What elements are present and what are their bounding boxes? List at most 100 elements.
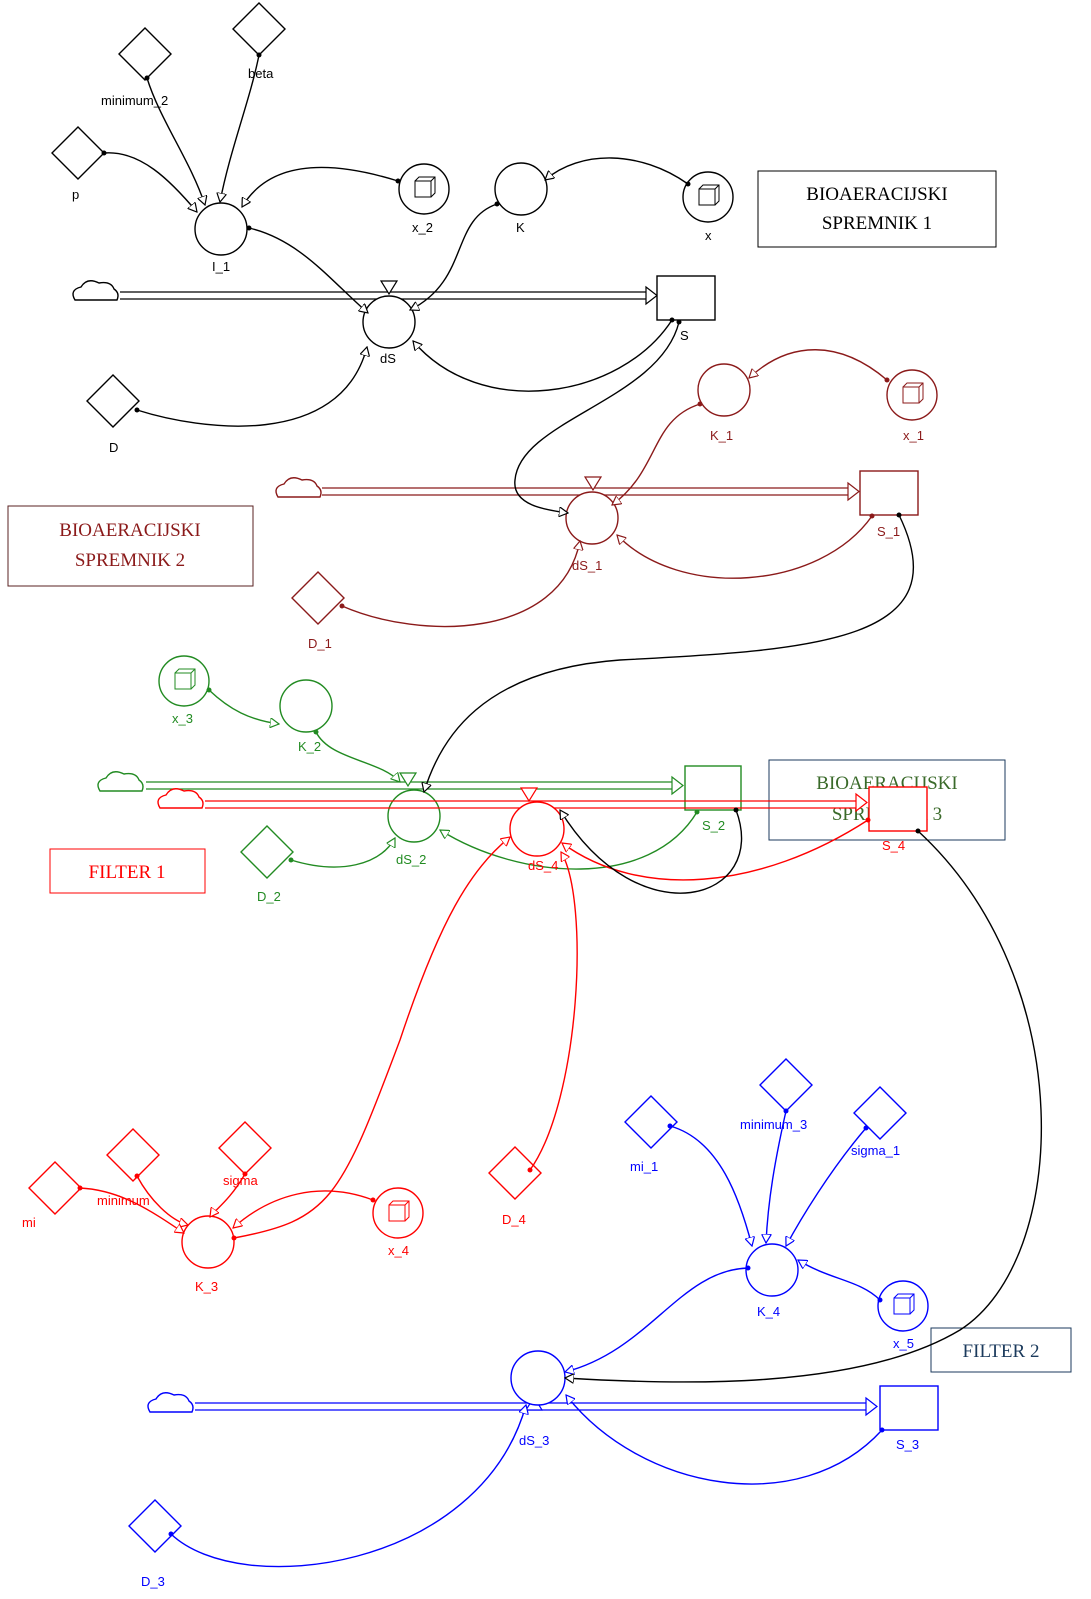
diamond-D_1[interactable] xyxy=(291,571,345,625)
label-S_1: S_1 xyxy=(877,524,900,539)
label-dS_4: dS_4 xyxy=(528,858,558,873)
cube-icon-x_2[interactable] xyxy=(398,163,450,215)
title-box-tank2 xyxy=(7,505,254,587)
cube-icon-x_4[interactable] xyxy=(372,1187,424,1239)
link-arrow xyxy=(565,1268,748,1372)
stock-S_2[interactable] xyxy=(684,765,742,811)
label-S_4: S_4 xyxy=(882,838,905,853)
label-D_1: D_1 xyxy=(308,636,332,651)
flow-dS_3[interactable] xyxy=(510,1350,566,1406)
label-sigma: sigma xyxy=(223,1173,258,1188)
diamond-D_3[interactable] xyxy=(128,1499,182,1553)
label-mi: mi xyxy=(22,1215,36,1230)
title-tank2-line2: SPREMNIK 2 xyxy=(75,550,185,571)
valve-triangle-icon xyxy=(398,772,418,788)
label-x_2: x_2 xyxy=(412,220,433,235)
label-x_4: x_4 xyxy=(388,1243,409,1258)
label-S_3: S_3 xyxy=(896,1437,919,1452)
label-I_1: I_1 xyxy=(212,259,230,274)
label-S: S xyxy=(680,328,689,343)
label-D: D xyxy=(109,440,118,455)
cloud-icon xyxy=(147,1392,194,1413)
diamond-mi[interactable] xyxy=(28,1161,82,1215)
diamond-sigma_1[interactable] xyxy=(853,1086,907,1140)
label-K_1: K_1 xyxy=(710,428,733,443)
label-K_3: K_3 xyxy=(195,1279,218,1294)
label-x_5: x_5 xyxy=(893,1336,914,1351)
title-filter1: FILTER 1 xyxy=(89,862,166,883)
aux-I_1[interactable] xyxy=(194,202,248,256)
aux-K_2[interactable] xyxy=(279,679,333,733)
diamond-D_2[interactable] xyxy=(240,825,294,879)
cloud-icon xyxy=(72,280,119,301)
aux-K_3[interactable] xyxy=(181,1215,235,1269)
link-arrow xyxy=(530,852,578,1170)
diamond-minimum[interactable] xyxy=(106,1128,160,1182)
cloud-icon xyxy=(97,771,144,792)
stock-S_1[interactable] xyxy=(859,470,919,516)
cube-icon-x_1[interactable] xyxy=(886,369,938,421)
title-filter2: FILTER 2 xyxy=(963,1341,1040,1362)
label-dS_1: dS_1 xyxy=(572,558,602,573)
title-box-tank1 xyxy=(757,170,997,248)
cube-icon-x[interactable] xyxy=(682,171,734,223)
link-arrow xyxy=(233,1190,373,1228)
valve-triangle-icon xyxy=(519,787,539,803)
label-x_1: x_1 xyxy=(903,428,924,443)
label-K_2: K_2 xyxy=(298,739,321,754)
stock-S_4[interactable] xyxy=(868,786,928,832)
diamond-D_4[interactable] xyxy=(488,1146,542,1200)
label-p: p xyxy=(72,187,79,202)
filter2-group: mi_1 minimum_3 sigma_1 K_4 x_5 dS_3 S_3 … xyxy=(128,1058,1072,1589)
diamond-beta[interactable] xyxy=(232,2,286,56)
label-minimum_3: minimum_3 xyxy=(740,1117,807,1132)
cube-icon-x_5[interactable] xyxy=(877,1280,929,1332)
diamond-D[interactable] xyxy=(86,374,140,428)
link-arrow xyxy=(234,837,510,1238)
link-arrow xyxy=(798,1260,880,1300)
link-arrow xyxy=(565,831,1043,1382)
diamond-mi_1[interactable] xyxy=(624,1095,678,1149)
flow-dS_1[interactable] xyxy=(565,491,619,545)
title-box-filter2 xyxy=(930,1327,1072,1373)
link-arrow xyxy=(560,810,743,894)
label-mi_1: mi_1 xyxy=(630,1159,658,1174)
label-D_2: D_2 xyxy=(257,889,281,904)
diamond-minimum_3[interactable] xyxy=(759,1058,813,1112)
link-arrow xyxy=(171,1405,526,1568)
label-x: x xyxy=(705,228,712,243)
flow-dS_2[interactable] xyxy=(387,789,441,843)
aux-K_4[interactable] xyxy=(745,1243,799,1297)
label-minimum: minimum xyxy=(97,1193,150,1208)
stock-S_3[interactable] xyxy=(879,1385,939,1431)
label-dS_3: dS_3 xyxy=(519,1433,549,1448)
flow-dS_4[interactable] xyxy=(509,801,565,857)
diamond-sigma[interactable] xyxy=(218,1121,272,1175)
label-S_2: S_2 xyxy=(702,818,725,833)
cloud-icon xyxy=(157,788,204,809)
diamond-p[interactable] xyxy=(51,126,105,180)
title-tank1-line2: SPREMNIK 1 xyxy=(822,213,932,234)
diamond-minimum_2[interactable] xyxy=(118,27,172,81)
link-arrow xyxy=(670,1126,752,1246)
title-box-filter1 xyxy=(49,848,206,894)
label-minimum_2: minimum_2 xyxy=(101,93,168,108)
label-dS: dS xyxy=(380,351,396,366)
flow-dS[interactable] xyxy=(362,295,416,349)
link-arrow xyxy=(80,1188,184,1233)
title-tank2-line1: BIOAERACIJSKI xyxy=(59,520,200,541)
aux-K_1[interactable] xyxy=(697,363,751,417)
valve-triangle-icon xyxy=(379,280,399,296)
label-beta: beta xyxy=(248,66,274,81)
label-dS_2: dS_2 xyxy=(396,852,426,867)
label-K: K xyxy=(516,220,525,235)
label-D_4: D_4 xyxy=(502,1212,526,1227)
aux-K[interactable] xyxy=(494,162,548,216)
cube-icon-x_3[interactable] xyxy=(158,655,210,707)
tank2-group: K_1 x_1 dS_1 S_1 D_1 BIOAERACIJSKI SPREM… xyxy=(7,349,938,651)
label-x_3: x_3 xyxy=(172,711,193,726)
label-K_4: K_4 xyxy=(757,1304,780,1319)
stock-S[interactable] xyxy=(656,275,716,321)
tank1-group: minimum_2 beta p I_1 x_2 K x dS S D BIOA… xyxy=(51,2,997,455)
